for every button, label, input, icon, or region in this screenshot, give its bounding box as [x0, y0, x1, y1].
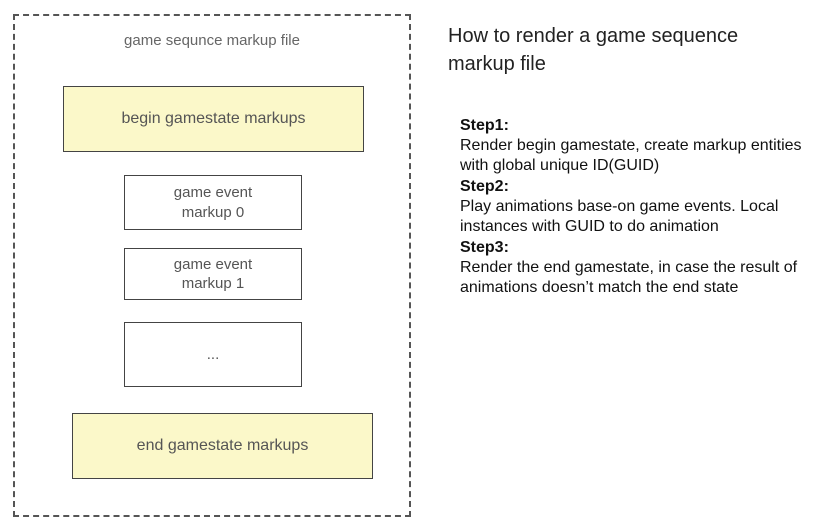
step-1-heading: Step1:	[460, 117, 509, 134]
game-event-1-label: game event markup 1	[173, 255, 253, 293]
explanation-title: How to render a game sequence markup fil…	[448, 25, 739, 75]
step-1-text: Render begin gamestate, create markup en…	[460, 137, 802, 174]
game-event-0-label: game event markup 0	[173, 184, 253, 221]
file-title: game sequnce markup file	[124, 32, 300, 49]
step-2-text: Play animations base-on game events. Loc…	[460, 198, 779, 235]
markup-file-frame	[13, 14, 411, 517]
more-events-box: ...	[124, 322, 302, 387]
more-events-label: ...	[206, 345, 220, 363]
steps-list: Step1: Render begin gamestate, create ma…	[460, 116, 810, 299]
end-gamestate-box: end gamestate markups	[72, 413, 373, 479]
game-event-0-box: game event markup 0	[124, 175, 302, 230]
game-event-1-box: game event markup 1	[124, 248, 302, 300]
end-gamestate-label: end gamestate markups	[136, 436, 309, 454]
step-3-text: Render the end gamestate, in case the re…	[460, 259, 798, 296]
step-2-heading: Step2:	[460, 178, 509, 195]
begin-gamestate-box: begin gamestate markups	[63, 86, 364, 152]
step-3-heading: Step3:	[460, 239, 509, 256]
begin-gamestate-label: begin gamestate markups	[121, 109, 306, 127]
